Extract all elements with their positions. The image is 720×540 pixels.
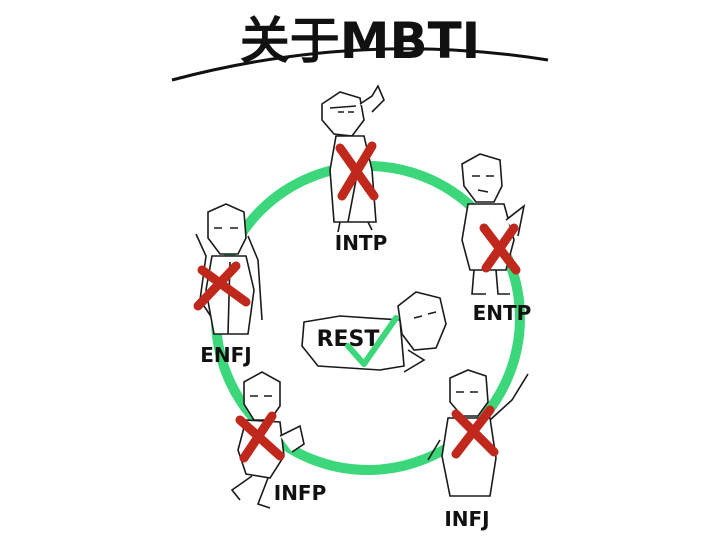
title-group: 关于MBTI (171, 12, 549, 82)
intp-label: INTP (335, 231, 387, 255)
figure-enfj: ENFJ (193, 203, 263, 367)
page-title: 关于MBTI (240, 12, 481, 70)
figure-entp: ENTP (461, 153, 532, 325)
infj-label: INFJ (444, 507, 489, 531)
entp-label: ENTP (473, 301, 532, 325)
entp-character-icon (461, 153, 526, 295)
rest-check-mark (345, 315, 399, 367)
enfj-cross-mark (193, 261, 251, 311)
title-strike-line (171, 47, 549, 82)
entp-cross-mark (479, 223, 521, 275)
infj-cross-mark (451, 405, 499, 459)
infp-cross-mark (235, 411, 285, 463)
enfj-label: ENFJ (200, 343, 252, 367)
figure-infj: INFJ (427, 369, 529, 531)
figure-intp: INTP (321, 84, 387, 255)
figure-infp: INFP (230, 371, 327, 509)
intp-cross-mark (335, 141, 379, 201)
figure-rest: REST (301, 291, 447, 373)
rest-character-icon (301, 291, 447, 373)
infp-label: INFP (274, 481, 327, 505)
